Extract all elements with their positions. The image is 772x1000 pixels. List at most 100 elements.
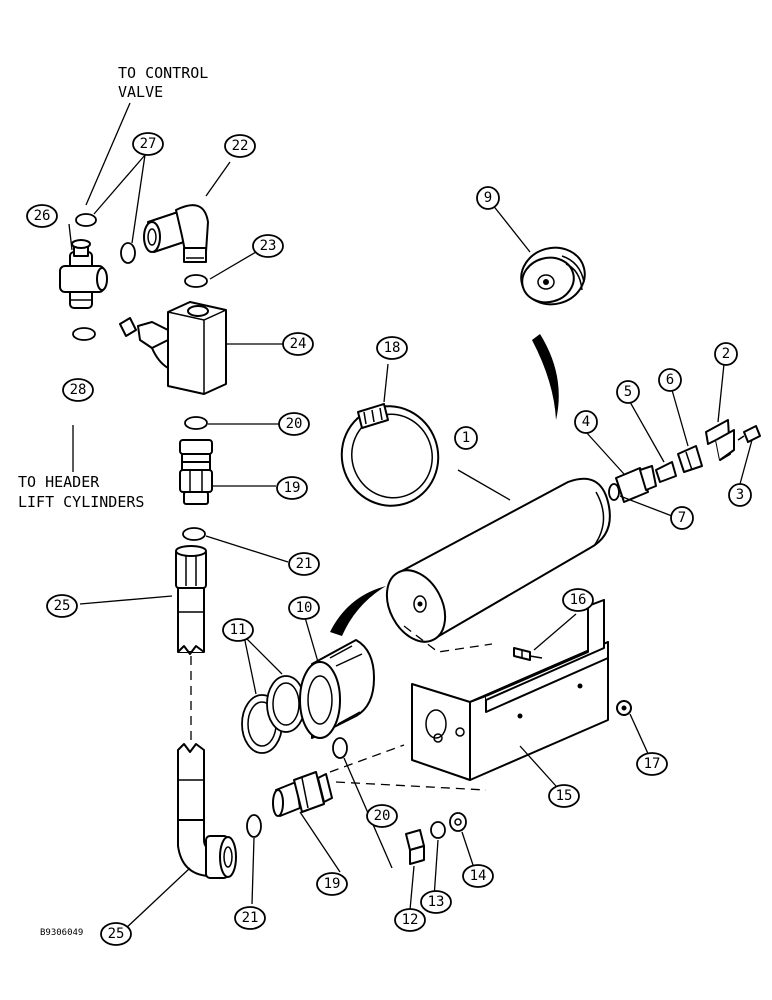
part-16-bolt	[513, 647, 543, 661]
to-control-valve-label-line1: TO CONTROL	[118, 64, 208, 82]
svg-text:18: 18	[384, 340, 401, 356]
part-7-o-ring	[608, 483, 620, 501]
svg-text:9: 9	[484, 190, 492, 206]
svg-text:13: 13	[428, 894, 445, 910]
part-13-lock-washer	[430, 821, 446, 839]
part-9-end-cap	[520, 246, 586, 306]
part-21-o-ring-upper	[182, 527, 206, 541]
part-24-relief-valve	[119, 301, 227, 395]
svg-text:20: 20	[374, 808, 391, 824]
callout-1: 1	[454, 426, 478, 450]
part-5-valve-core	[655, 461, 677, 483]
part-15-mounting-bracket	[411, 599, 609, 781]
svg-text:21: 21	[242, 910, 259, 926]
callout-27: 27	[132, 132, 164, 156]
callout-15: 15	[548, 784, 580, 808]
part-4-charging-valve	[615, 465, 657, 503]
callout-12: 12	[394, 908, 426, 932]
svg-text:15: 15	[556, 788, 573, 804]
svg-text:16: 16	[570, 592, 587, 608]
to-header-label-line1: TO HEADER	[18, 473, 100, 491]
svg-text:3: 3	[736, 487, 744, 503]
callout-3: 3	[728, 483, 752, 507]
callout-20-lower: 20	[366, 804, 398, 828]
callout-2: 2	[714, 342, 738, 366]
svg-text:11: 11	[230, 622, 247, 638]
callout-7: 7	[670, 506, 694, 530]
part-26-tee-fitting	[59, 239, 108, 309]
svg-text:21: 21	[296, 556, 313, 572]
part-19-adapter-upper	[179, 439, 213, 505]
svg-text:26: 26	[34, 208, 51, 224]
part-21-o-ring-lower	[246, 814, 262, 838]
part-1-accumulator	[385, 477, 611, 643]
drawing-code: B9306049	[40, 928, 83, 938]
callout-14: 14	[462, 864, 494, 888]
callout-19-upper: 19	[276, 476, 308, 500]
callout-10: 10	[288, 596, 320, 620]
svg-text:23: 23	[260, 238, 277, 254]
svg-text:6: 6	[666, 372, 674, 388]
svg-text:12: 12	[402, 912, 419, 928]
svg-text:2: 2	[722, 346, 730, 362]
callout-26: 26	[26, 204, 58, 228]
svg-text:20: 20	[286, 416, 303, 432]
part-28-o-ring	[72, 327, 96, 341]
svg-text:5: 5	[624, 384, 632, 400]
callout-17: 17	[636, 752, 668, 776]
callout-16: 16	[562, 588, 594, 612]
callout-21-upper: 21	[288, 552, 320, 576]
svg-text:17: 17	[644, 756, 661, 772]
part-22-elbow-fitting	[143, 204, 209, 263]
svg-text:10: 10	[296, 600, 313, 616]
part-27-o-ring-a	[75, 213, 97, 227]
callout-4: 4	[574, 410, 598, 434]
part-9-insertion-arrow	[532, 334, 559, 420]
callout-20-upper: 20	[278, 412, 310, 436]
callout-23: 23	[252, 234, 284, 258]
part-25-hose-upper	[175, 545, 207, 655]
part-20-o-ring-lower	[332, 737, 348, 759]
part-10-insertion-arrow	[330, 586, 386, 636]
part-10-piston	[299, 639, 375, 739]
svg-text:22: 22	[232, 138, 249, 154]
callout-28: 28	[62, 378, 94, 402]
callout-19-lower: 19	[316, 872, 348, 896]
svg-text:7: 7	[678, 510, 686, 526]
callout-22: 22	[224, 134, 256, 158]
svg-text:1: 1	[462, 430, 470, 446]
svg-text:14: 14	[470, 868, 487, 884]
svg-text:4: 4	[582, 414, 590, 430]
control-valve-leader	[85, 102, 131, 206]
svg-text:25: 25	[54, 598, 71, 614]
svg-text:19: 19	[284, 480, 301, 496]
part-14-flat-washer	[449, 812, 467, 832]
part-25-hose-lower	[177, 743, 237, 879]
svg-text:24: 24	[290, 336, 307, 352]
callout-18: 18	[376, 336, 408, 360]
part-17-nut	[616, 700, 632, 716]
callout-13: 13	[420, 890, 452, 914]
callout-25-upper: 25	[46, 594, 78, 618]
callout-11: 11	[222, 618, 254, 642]
part-18-hose-clamp	[340, 403, 440, 507]
part-2-guard-bracket	[705, 419, 735, 461]
callout-25-lower: 25	[100, 922, 132, 946]
callout-21-lower: 21	[234, 906, 266, 930]
svg-text:27: 27	[140, 136, 157, 152]
svg-text:25: 25	[108, 926, 125, 942]
part-3-screw	[737, 425, 761, 443]
part-27-o-ring-b	[120, 242, 136, 264]
callout-6: 6	[658, 368, 682, 392]
to-control-valve-label-line2: VALVE	[118, 83, 163, 101]
callout-9: 9	[476, 186, 500, 210]
to-header-label-line2: LIFT CYLINDERS	[18, 493, 144, 511]
callout-5: 5	[616, 380, 640, 404]
part-6-cap-nut	[677, 445, 703, 473]
callout-24: 24	[282, 332, 314, 356]
part-20-o-ring-upper	[184, 416, 208, 430]
part-23-o-ring	[184, 274, 208, 288]
part-12-bolt	[405, 829, 425, 865]
leader-lines	[68, 161, 753, 931]
